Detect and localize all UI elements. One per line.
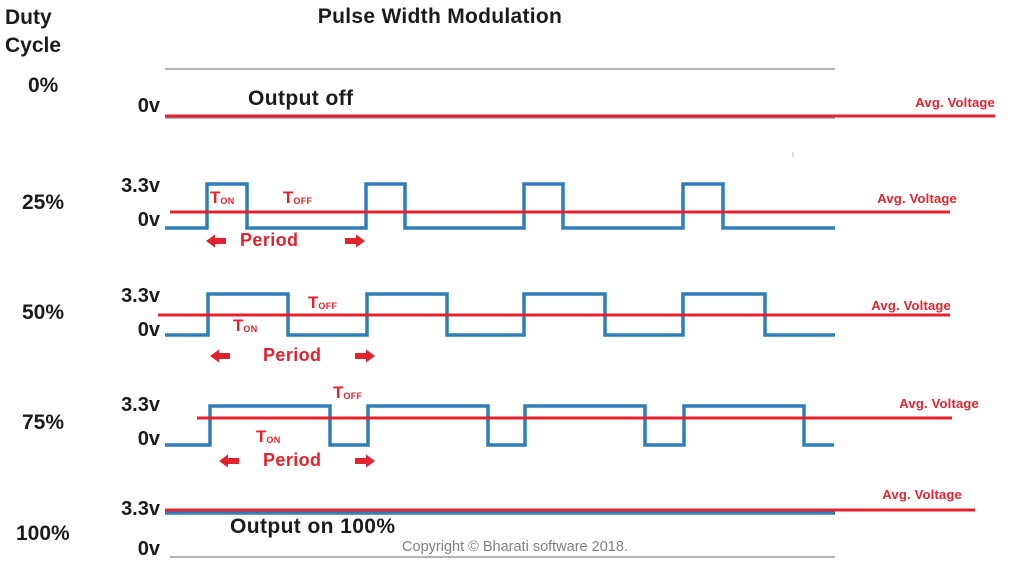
pwm-waveform-75	[165, 404, 834, 447]
period-label-row50: Period	[263, 345, 322, 365]
t-on-label-row75: TON	[256, 428, 281, 446]
t-off-base: T	[308, 293, 319, 312]
t-on-label-row50: TON	[233, 317, 258, 335]
avg-voltage-label-row50: Avg. Voltage	[871, 298, 951, 313]
t-off-label-row50: TOFF	[308, 294, 337, 312]
page-title: Pulse Width Modulation	[317, 5, 563, 28]
t-off-base: T	[283, 188, 294, 207]
period-arrow-right-icon	[355, 454, 375, 468]
t-on-sub: ON	[243, 324, 258, 334]
t-on-base: T	[210, 188, 221, 207]
t-on-base: T	[256, 427, 267, 446]
v0-label-row75: 0v	[137, 428, 160, 450]
v0-label-row0: 0v	[137, 95, 160, 117]
period-label-row75: Period	[263, 450, 322, 470]
t-off-sub: OFF	[343, 391, 363, 401]
period-arrow-right-icon	[345, 234, 365, 248]
avg-voltage-label-row25: Avg. Voltage	[877, 191, 957, 206]
period-arrow-left-icon	[210, 349, 230, 363]
duty-label-75: 75%	[22, 411, 65, 434]
t-off-label-row75: TOFF	[333, 384, 362, 402]
t-on-label-row25: TON	[210, 189, 235, 207]
duty-label-50: 50%	[22, 301, 65, 324]
v33-label-row25: 3.3v	[121, 175, 160, 197]
period-arrow-left-icon	[219, 454, 239, 468]
pwm-waveform-50	[165, 292, 835, 337]
period-arrow-right-icon	[355, 349, 375, 363]
v33-label-row100: 3.3v	[121, 498, 160, 520]
stray-mark	[792, 152, 794, 157]
v0-label-row100: 0v	[137, 538, 160, 560]
t-off-base: T	[333, 383, 344, 402]
v33-label-row50: 3.3v	[121, 285, 160, 307]
output-off-text: Output off	[248, 87, 354, 110]
v0-label-row50: 0v	[137, 319, 160, 341]
pwm-waveform-25	[165, 182, 835, 230]
avg-voltage-label-row75: Avg. Voltage	[899, 396, 979, 411]
output-on-100-text: Output on 100%	[230, 515, 396, 538]
period-arrow-left-icon	[206, 234, 226, 248]
v0-label-row25: 0v	[137, 209, 160, 231]
t-off-sub: OFF	[318, 301, 338, 311]
duty-cycle-header: Duty Cycle	[5, 4, 61, 60]
t-on-sub: ON	[266, 435, 281, 445]
t-on-base: T	[233, 316, 244, 335]
avg-voltage-label-row0: Avg. Voltage	[915, 95, 995, 110]
t-on-sub: ON	[220, 196, 235, 206]
duty-label-25: 25%	[22, 191, 65, 214]
duty-label-0: 0%	[28, 74, 59, 97]
period-label-row25: Period	[240, 230, 299, 250]
duty-label-100: 100%	[16, 522, 70, 545]
duty-cycle-header-line1: Duty	[5, 6, 52, 29]
t-off-sub: OFF	[293, 196, 313, 206]
copyright-text: Copyright © Bharati software 2018.	[402, 539, 628, 555]
t-off-label-row25: TOFF	[283, 189, 312, 207]
duty-cycle-header-line2: Cycle	[5, 34, 62, 57]
v33-label-row75: 3.3v	[121, 394, 160, 416]
avg-voltage-label-row100: Avg. Voltage	[882, 487, 962, 502]
